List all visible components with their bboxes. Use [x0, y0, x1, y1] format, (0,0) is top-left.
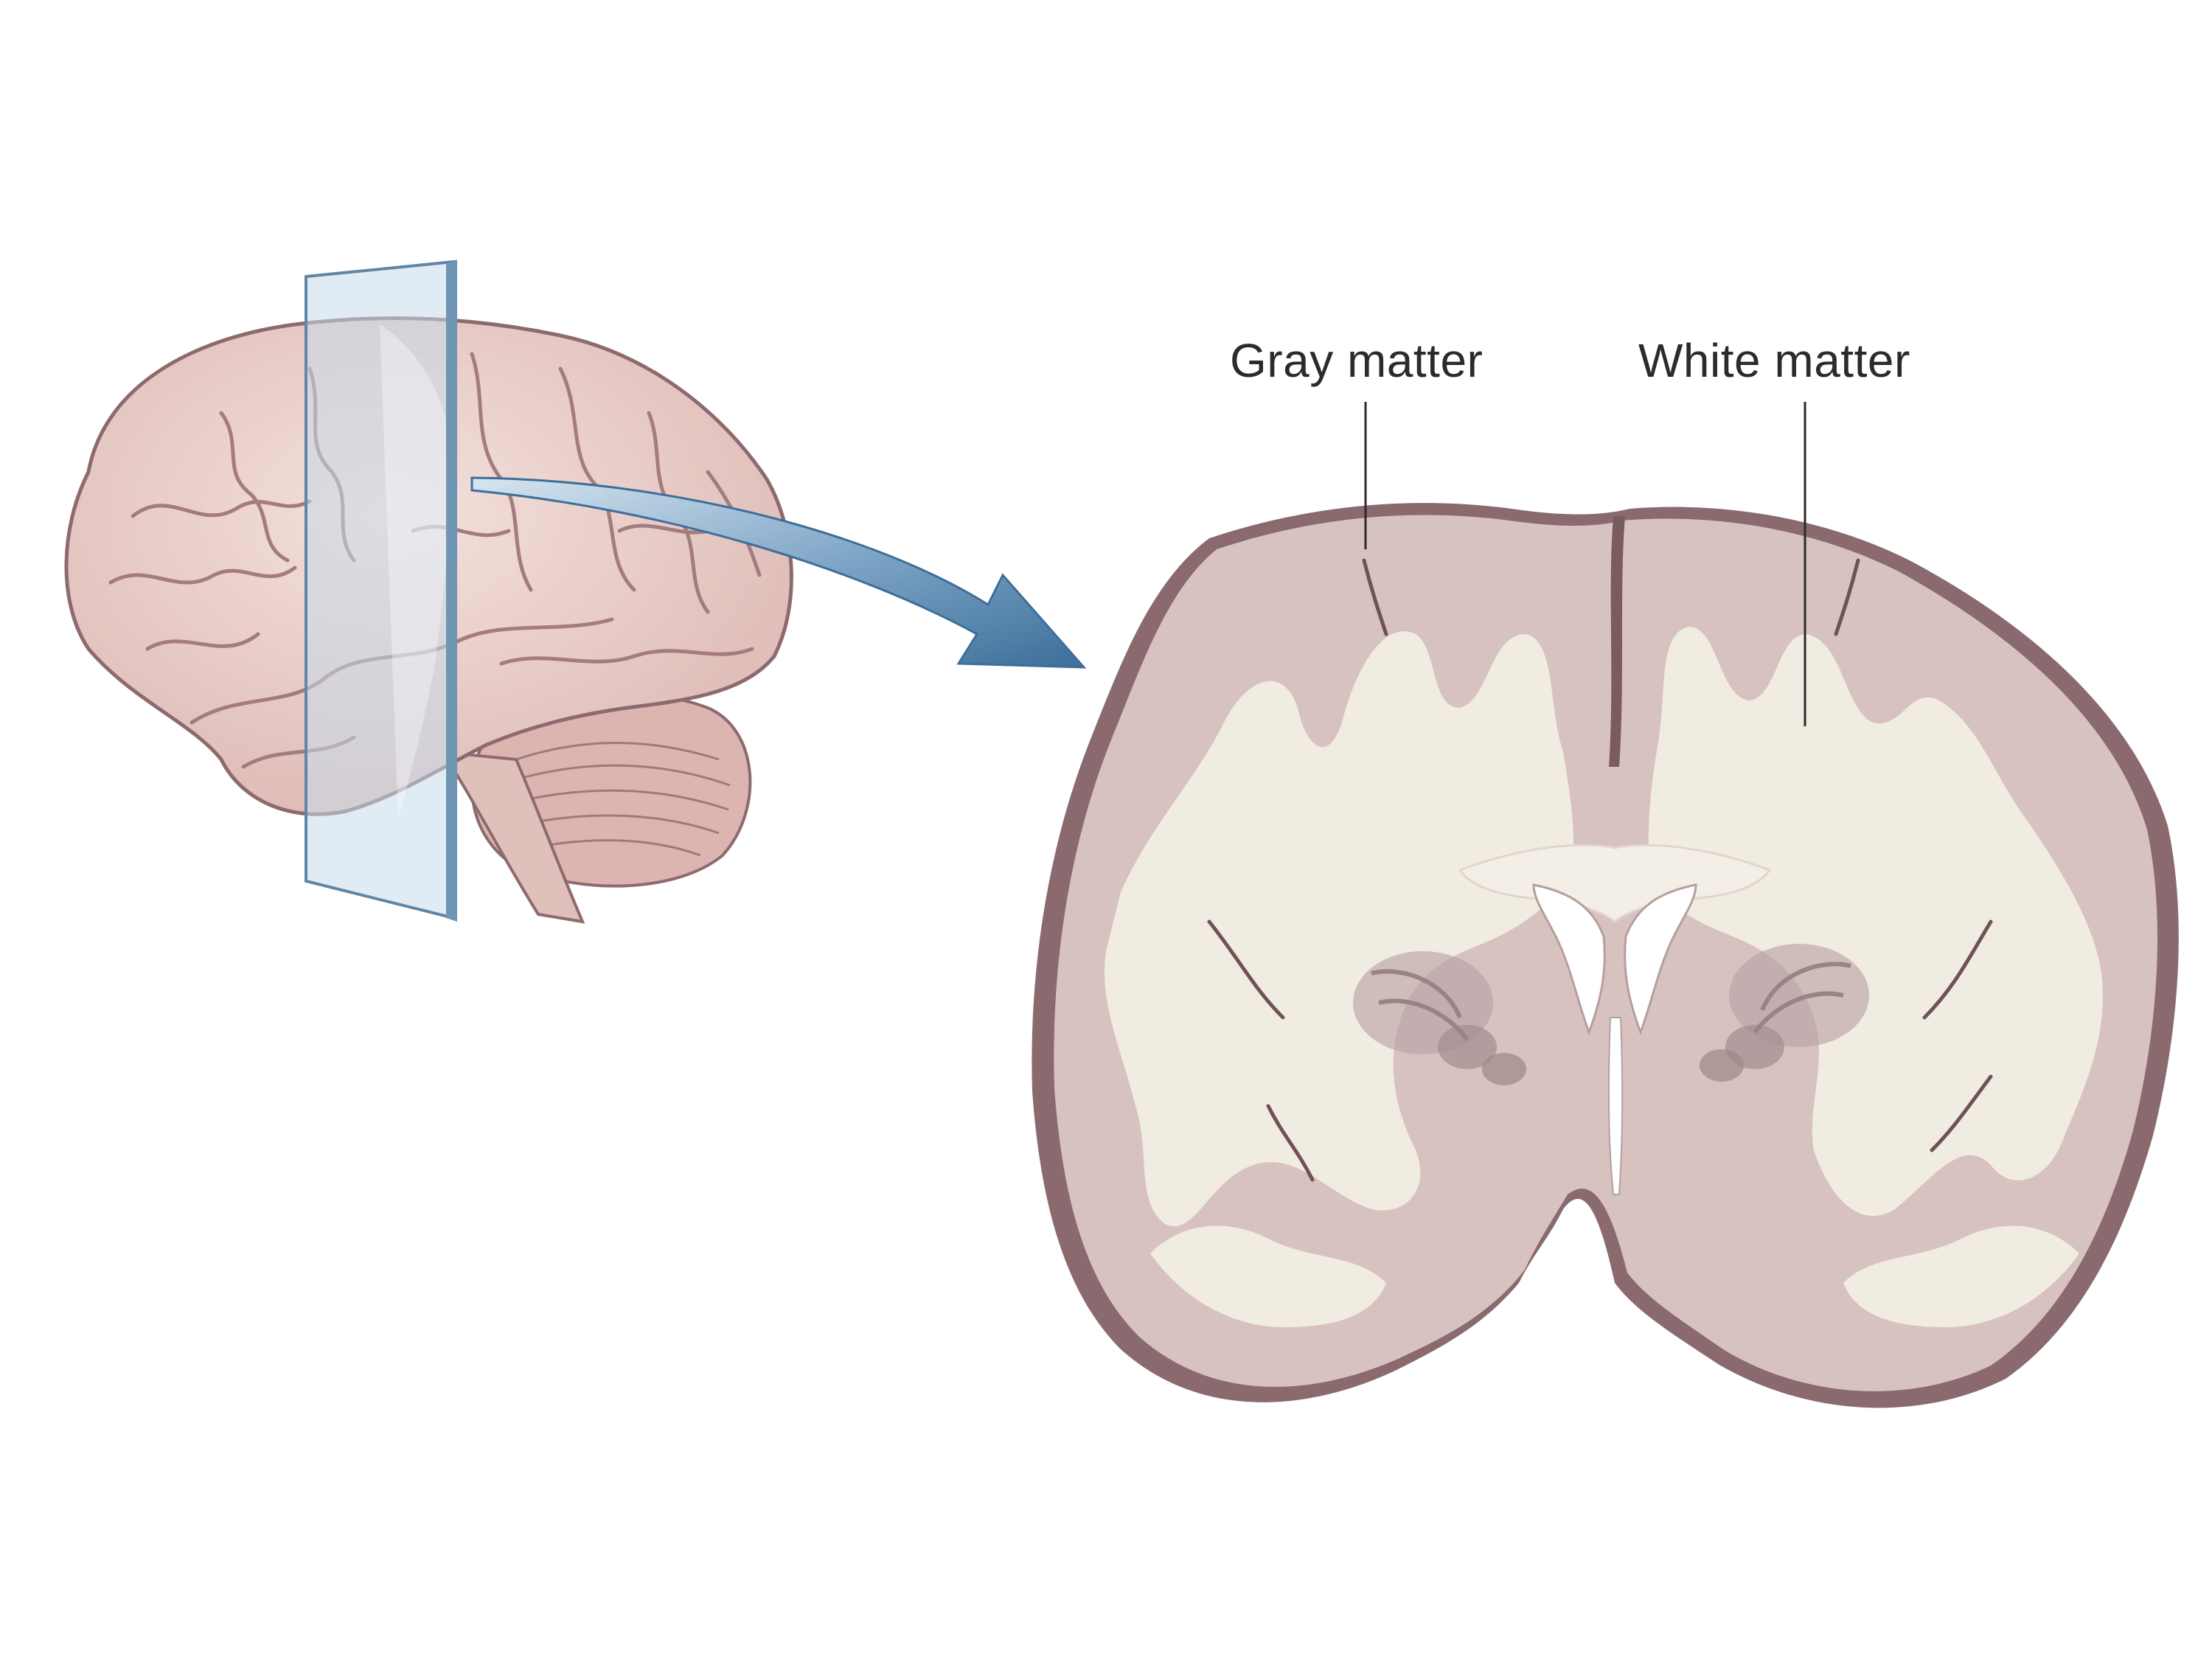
- longitudinal-fissure: [1609, 516, 1625, 767]
- third-ventricle: [1607, 1017, 1624, 1195]
- white-matter-right: [1648, 627, 2103, 1216]
- gray-matter-label: Gray matter: [1230, 334, 1484, 387]
- lateral-ventricle-right: [1624, 883, 1697, 1036]
- coronal-cutting-plane: [305, 260, 457, 922]
- coronal-section: [1032, 402, 2179, 1408]
- section-sulci: [1207, 558, 1993, 1182]
- basal-ganglia-right: [1700, 944, 1869, 1082]
- basal-ganglia-left: [1353, 951, 1526, 1085]
- white-matter-temporal-left: [1150, 1225, 1386, 1327]
- white-matter-left: [1105, 631, 1574, 1227]
- lateral-ventricle-left: [1532, 883, 1606, 1036]
- brainstem: [439, 750, 585, 924]
- white-matter-temporal-right: [1843, 1225, 2079, 1327]
- white-matter-label: White matter: [1638, 334, 1910, 387]
- curved-arrow: [470, 476, 1087, 669]
